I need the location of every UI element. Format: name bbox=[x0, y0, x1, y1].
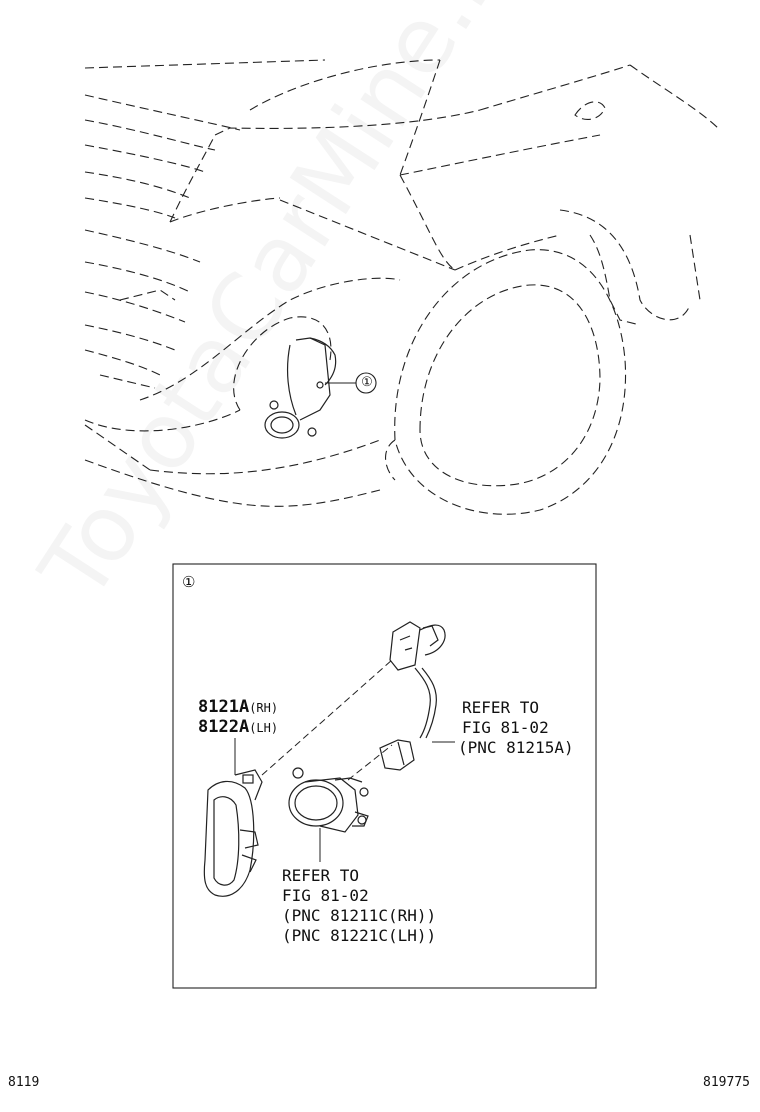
detail-assembly-lines bbox=[261, 659, 393, 781]
detail-callout-number: ① bbox=[182, 573, 196, 591]
ref-lamp-line-1: REFER TO bbox=[282, 866, 360, 885]
overview-fog-lamp bbox=[264, 337, 337, 439]
callout-circle-icon bbox=[355, 372, 377, 394]
ref-lamp-line-2: FIG 81-02 bbox=[282, 886, 369, 905]
detail-frame bbox=[172, 563, 597, 989]
part-number-rh: 8121A(RH) bbox=[198, 697, 279, 717]
ref-wire-line-2: FIG 81-02 bbox=[462, 718, 549, 737]
bracket-part-8121a bbox=[203, 769, 263, 897]
wire-harness bbox=[379, 621, 446, 771]
part-number-lh: 8122A(LH) bbox=[198, 717, 279, 737]
car-body-outline bbox=[84, 59, 721, 515]
ref-lamp-line-4: (PNC 81221C(LH)) bbox=[282, 926, 437, 945]
figure-code: 8119 bbox=[8, 1075, 40, 1090]
ref-wire-line-3: (PNC 81215A) bbox=[458, 738, 574, 757]
detail-leader-lines bbox=[234, 738, 455, 862]
overview-callout-number: ① bbox=[361, 375, 373, 390]
ref-lamp-line-3: (PNC 81211C(RH)) bbox=[282, 906, 437, 925]
illustration-number: 819775 bbox=[703, 1075, 750, 1090]
fog-lamp-assembly bbox=[288, 767, 369, 833]
ref-wire-line-1: REFER TO bbox=[462, 698, 540, 717]
